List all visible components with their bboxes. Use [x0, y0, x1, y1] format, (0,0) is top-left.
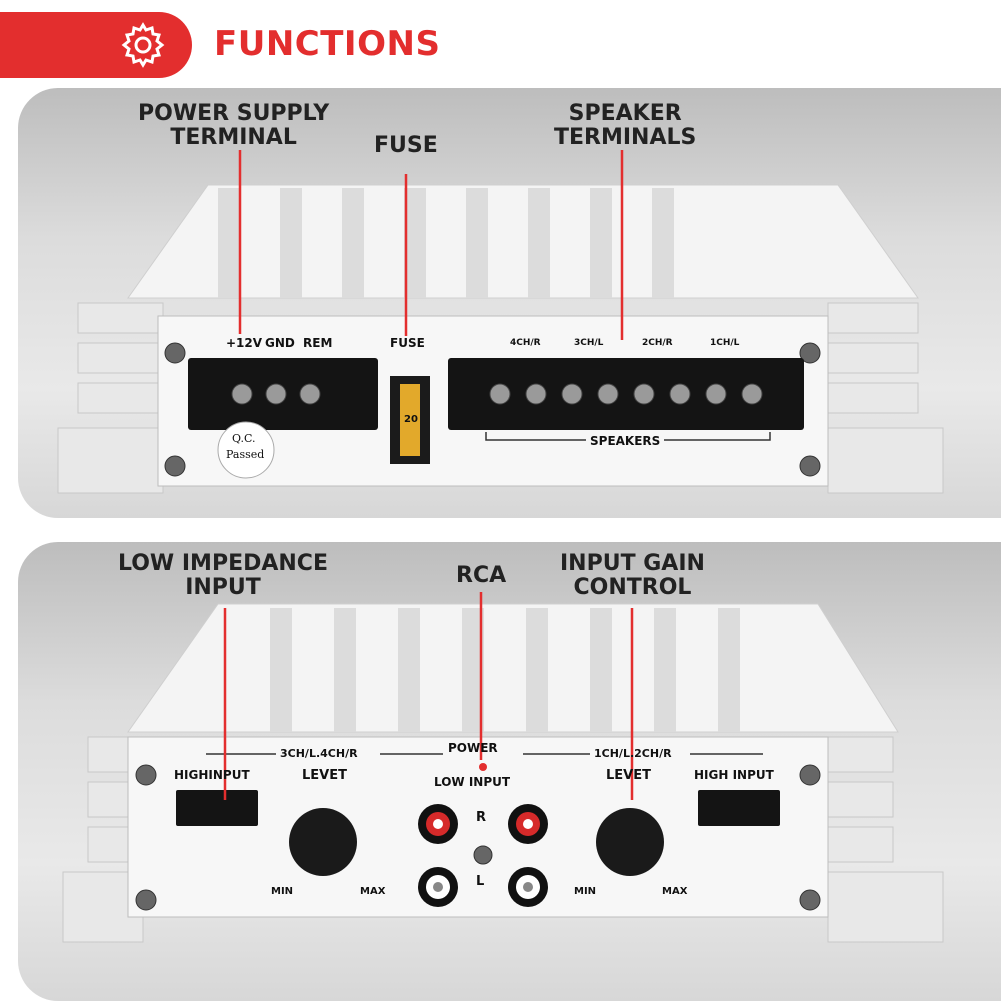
label-fuse: FUSE — [390, 336, 425, 350]
callout-power-supply: POWER SUPPLY TERMINAL — [138, 102, 329, 150]
label-min-right: MIN — [574, 886, 597, 897]
callout-speaker-line2: TERMINALS — [554, 125, 697, 150]
callout-low-imp-line2: INPUT — [185, 575, 261, 600]
top-panel: POWER SUPPLY TERMINAL FUSE SPEAKER TERMI… — [18, 88, 1001, 518]
callout-speaker-line1: SPEAKER — [568, 101, 682, 126]
label-level-right: LEVET — [606, 768, 651, 783]
label-3ch-4ch: 3CH/L.4CH/R — [280, 747, 358, 760]
label-1ch-2ch: 1CH/L.2CH/R — [594, 747, 672, 760]
callout-gain-line2: CONTROL — [573, 575, 692, 600]
gear-icon — [121, 22, 165, 68]
callout-low-imp-line1: LOW IMPEDANCE — [118, 551, 328, 576]
qc-sticker-line1: Q.C. — [232, 432, 256, 445]
label-1ch: 1CH/L — [710, 338, 740, 348]
bottom-panel: LOW IMPEDANCE INPUT RCA INPUT GAIN CONTR… — [18, 542, 1001, 1001]
callout-gain-line1: INPUT GAIN — [560, 551, 705, 576]
callout-low-impedance: LOW IMPEDANCE INPUT — [118, 552, 328, 600]
label-low-input: LOW INPUT — [434, 775, 511, 789]
amplifier-top-illustration — [57, 150, 944, 494]
fuse-value: 20 — [404, 414, 418, 425]
callout-input-gain: INPUT GAIN CONTROL — [560, 552, 705, 600]
label-rca-r: R — [476, 810, 487, 825]
callout-power-supply-line1: POWER SUPPLY — [138, 101, 330, 126]
qc-sticker-line2: Passed — [226, 448, 265, 461]
callout-speaker-terminals: SPEAKER TERMINALS — [554, 102, 696, 150]
label-3ch: 3CH/L — [574, 338, 604, 348]
label-4ch: 4CH/R — [510, 338, 541, 348]
label-gnd: GND — [265, 336, 295, 350]
label-rca-l: L — [476, 874, 485, 889]
callout-fuse: FUSE — [374, 133, 438, 158]
label-min-left: MIN — [271, 886, 294, 897]
label-max-left: MAX — [360, 886, 386, 897]
label-rem: REM — [303, 336, 333, 350]
label-power: POWER — [448, 741, 498, 755]
label-high-input-left: HIGHINPUT — [174, 768, 250, 782]
amplifier-bottom-illustration — [62, 592, 944, 943]
label-level-left: LEVET — [302, 768, 347, 783]
label-max-right: MAX — [662, 886, 688, 897]
label-12v: +12V — [226, 336, 263, 350]
label-2ch: 2CH/R — [642, 338, 673, 348]
callout-rca: RCA — [456, 563, 507, 588]
page-title: FUNCTIONS — [214, 24, 441, 64]
label-high-input-right: HIGH INPUT — [694, 768, 774, 782]
label-speakers: SPEAKERS — [586, 434, 665, 448]
callout-power-supply-line2: TERMINAL — [170, 125, 297, 150]
